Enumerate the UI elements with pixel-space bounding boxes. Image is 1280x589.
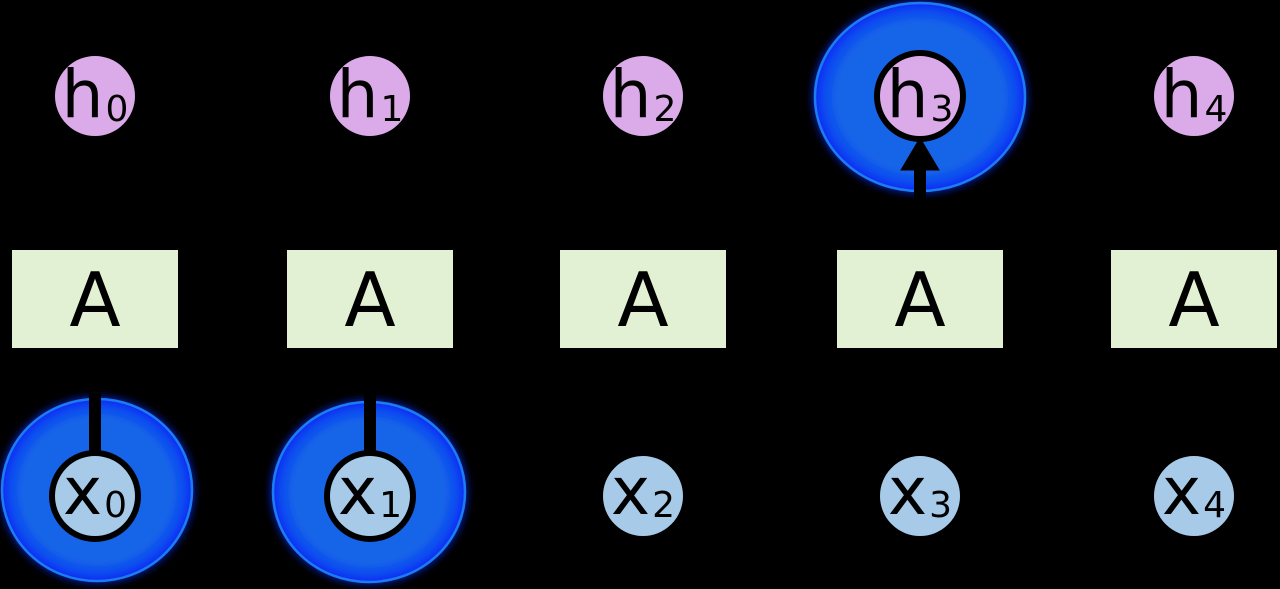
arrow-x4-to-a [1174,348,1214,459]
input-node-label-x2: x2 [611,453,675,530]
input-node-x3 [874,450,966,542]
hidden-node-h1 [324,50,416,142]
hidden-node-h3 [874,50,966,142]
arrow-x2-to-a [623,348,663,459]
input-node-x4 [1148,450,1240,542]
hidden-node-label-h4: h4 [1161,56,1228,133]
cell-label-2: A [617,256,668,344]
arrow-a-to-h4 [1174,137,1214,249]
connector-layer [75,137,1214,459]
cell-label-0: A [69,256,120,344]
cell-box-3 [837,250,1003,348]
cell-label-4: A [1168,256,1219,344]
hidden-node-h2 [597,50,689,142]
hidden-node-label-h3: h3 [887,56,954,133]
input-node-layer: x0 x1 x2 x3 x4 [49,450,1240,542]
cell-box-2 [560,250,726,348]
arrow-a-to-h2 [623,137,663,249]
input-node-x1 [324,450,416,542]
hidden-node-layer: h0 h1 h2 h3 h4 [49,50,1240,142]
input-node-label-x1: x1 [338,453,402,530]
hidden-node-label-h0: h0 [62,56,129,133]
hidden-node-h0 [49,50,141,142]
cell-label-3: A [894,256,945,344]
arrow-x0-to-a [75,348,115,459]
input-node-x0 [49,450,141,542]
cell-layer: A A A A A [12,250,1277,348]
hidden-node-h4 [1148,50,1240,142]
cell-label-1: A [344,256,395,344]
hidden-node-label-h2: h2 [610,56,677,133]
arrow-a-to-h1 [350,137,390,249]
arrow-a-to-h3 [900,137,940,249]
input-node-label-x0: x0 [63,453,127,530]
cell-box-4 [1111,250,1277,348]
arrow-x3-to-a [900,348,940,459]
cell-box-1 [287,250,453,348]
hidden-node-label-h1: h1 [337,56,404,133]
input-node-x2 [597,450,689,542]
cell-box-0 [12,250,178,348]
input-node-label-x4: x4 [1162,453,1226,530]
arrow-x1-to-a [350,348,390,459]
arrow-a-to-h0 [75,137,115,249]
input-node-label-x3: x3 [888,453,952,530]
